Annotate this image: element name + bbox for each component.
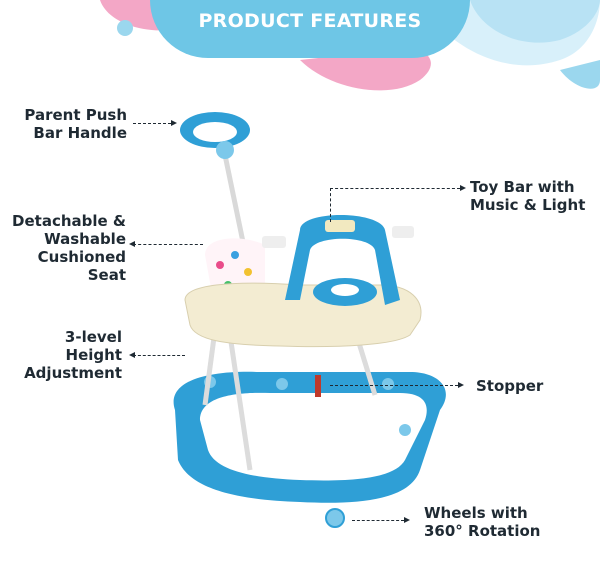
leader-toy-bar xyxy=(330,188,460,189)
label-seat: Detachable & Washable Cushioned Seat xyxy=(12,212,126,284)
arrow-toy-bar xyxy=(460,185,466,191)
leader-push-bar xyxy=(133,123,171,124)
leader-toy-bar-vertical xyxy=(330,188,331,222)
label-push-bar: Parent Push Bar Handle xyxy=(24,106,127,142)
leader-stopper xyxy=(330,385,458,386)
arrow-height xyxy=(129,352,135,358)
leader-wheels xyxy=(352,520,404,521)
label-toy-bar: Toy Bar with Music & Light xyxy=(470,178,586,214)
arrow-stopper xyxy=(458,382,464,388)
leader-height xyxy=(133,355,185,356)
page-title: PRODUCT FEATURES xyxy=(198,10,422,32)
header-banner xyxy=(150,0,470,58)
arrow-push-bar xyxy=(171,120,177,126)
arrow-seat xyxy=(129,241,135,247)
leader-seat xyxy=(133,244,203,245)
label-height: 3-level Height Adjustment xyxy=(24,328,122,382)
label-stopper: Stopper xyxy=(476,377,544,395)
label-wheels: Wheels with 360° Rotation xyxy=(424,504,541,540)
arrow-wheels xyxy=(404,517,410,523)
